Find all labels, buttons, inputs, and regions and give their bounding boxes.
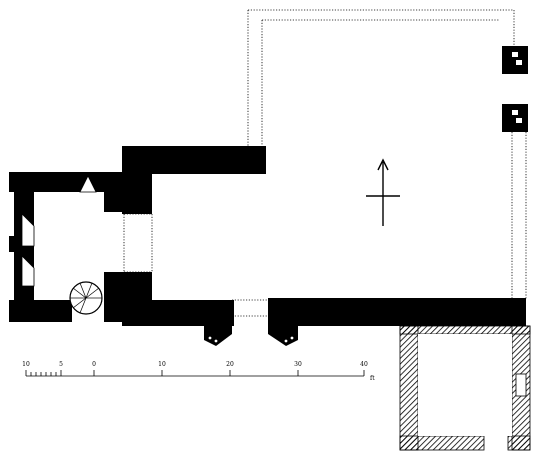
stepped-details	[512, 52, 522, 123]
scale-unit: ft	[370, 375, 375, 382]
annex-south-wall-east	[507, 435, 531, 451]
tower-east-wall-upper	[104, 172, 124, 212]
scale-label: 5	[59, 361, 63, 368]
north-arrow-icon	[366, 158, 400, 226]
scale-label: 40	[360, 361, 368, 368]
scale-label: 30	[294, 361, 302, 368]
scale-bar	[25, 370, 365, 377]
tower-interior	[34, 192, 104, 300]
annex-west-wall	[399, 325, 419, 451]
annex-window	[515, 373, 527, 397]
porch-pier-west	[204, 326, 232, 346]
south-annex	[399, 325, 531, 451]
nave-west-wall-upper	[122, 146, 152, 214]
annex-south-wall-west	[399, 435, 485, 451]
porch-pier-east	[268, 326, 298, 346]
scale-label: 10	[158, 361, 166, 368]
window-splays	[21, 175, 97, 287]
dotted-outline-nave	[123, 9, 527, 317]
nave-south-wall-east	[268, 298, 526, 326]
nave-south-wall-west	[122, 300, 234, 326]
east-wall-fragment-lower	[502, 104, 528, 132]
scale-label: 0	[92, 361, 96, 368]
annex-interior	[418, 334, 512, 436]
tower-south-wall	[14, 300, 72, 322]
scale-label: 20	[226, 361, 234, 368]
walls	[9, 46, 528, 326]
tower-buttress	[9, 172, 17, 192]
tower-buttress	[9, 300, 17, 322]
tower-east-wall-lower	[104, 272, 124, 322]
scale-label: 10	[22, 361, 30, 368]
porch-piers	[204, 326, 298, 346]
annex-north-wall	[399, 325, 531, 335]
tower-north-wall	[14, 172, 124, 192]
east-wall-fragment-upper	[502, 46, 528, 74]
scale-bar-labels: 10 5 0 10 20 30 40 ft	[22, 361, 375, 382]
tower-buttress	[9, 236, 17, 252]
spiral-stair-icon	[69, 281, 103, 315]
